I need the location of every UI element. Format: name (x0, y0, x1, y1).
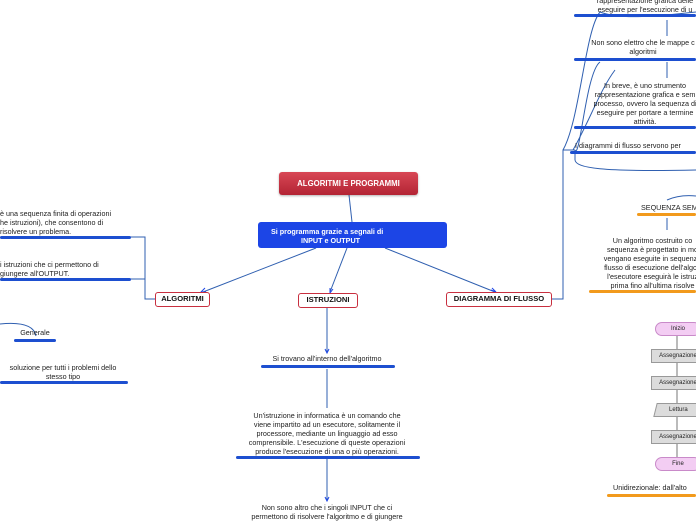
algoritmi-definition: è una sequenza finita di operazioni he i… (0, 209, 112, 236)
branch-algoritmi[interactable]: ALGORITMI (155, 292, 210, 307)
flowchart-read: Lettura (653, 403, 696, 417)
diagramma-unidirectional-bar (607, 494, 696, 497)
flowchart-assign-3: Assegnazione (651, 430, 696, 444)
root-node[interactable]: ALGORITMI E PROGRAMMI (279, 172, 418, 195)
diagramma-uses: I diagrammi di flusso servono per (575, 141, 681, 150)
diagramma-graphic: rappresentazione grafica delle eseguire … (596, 0, 694, 14)
subtitle-node[interactable]: Si programma grazie a segnali di INPUT e… (258, 222, 447, 248)
algoritmi-general-bar (14, 339, 56, 342)
algoritmi-instructions-bar (0, 278, 131, 281)
flowchart-assign-1: Assegnazione (651, 349, 696, 363)
branch-istruzioni[interactable]: ISTRUZIONI (298, 293, 358, 308)
diagramma-maps: Non sono elettro che le mappe c algoritm… (591, 38, 695, 56)
diagramma-sequence-title: SEQUENZA SEM (641, 203, 696, 212)
diagramma-unidirectional: Unidirezionale: dall'alto (613, 483, 687, 492)
diagramma-maps-bar (574, 58, 696, 61)
branch-diagramma[interactable]: DIAGRAMMA DI FLUSSO (446, 292, 552, 307)
diagramma-sequence-title-bar (637, 213, 696, 216)
algoritmi-general: Generale (20, 328, 50, 337)
istruzioni-definition: Un'istruzione in informatica è un comand… (248, 411, 406, 456)
flowchart-assign-2: Assegnazione (651, 376, 696, 390)
algoritmi-general-text-bar (0, 381, 128, 384)
algoritmi-general-text: soluzione per tutti i problemi dello ste… (9, 363, 117, 381)
diagramma-brief: In breve, è uno strumento rappresentazio… (593, 81, 696, 126)
istruzioni-where-bar (261, 365, 395, 368)
flowchart-end: Fine (655, 457, 696, 471)
algoritmi-definition-bar (0, 236, 131, 239)
istruzioni-definition-bar (236, 456, 420, 459)
diagramma-uses-bar (570, 151, 696, 154)
flowchart-start: Inizio (655, 322, 696, 336)
diagramma-sequence-text: Un algoritmo costruito co sequenza è pro… (603, 236, 696, 290)
diagramma-brief-bar (574, 126, 696, 129)
diagramma-graphic-bar (574, 14, 696, 17)
istruzioni-input: Non sono altro che i singoli INPUT che c… (251, 503, 403, 521)
istruzioni-where: Si trovano all'interno dell'algoritmo (272, 354, 382, 363)
diagramma-sequence-text-bar (589, 290, 696, 293)
algoritmi-instructions: i istruzioni che ci permettono di giunge… (0, 260, 99, 278)
